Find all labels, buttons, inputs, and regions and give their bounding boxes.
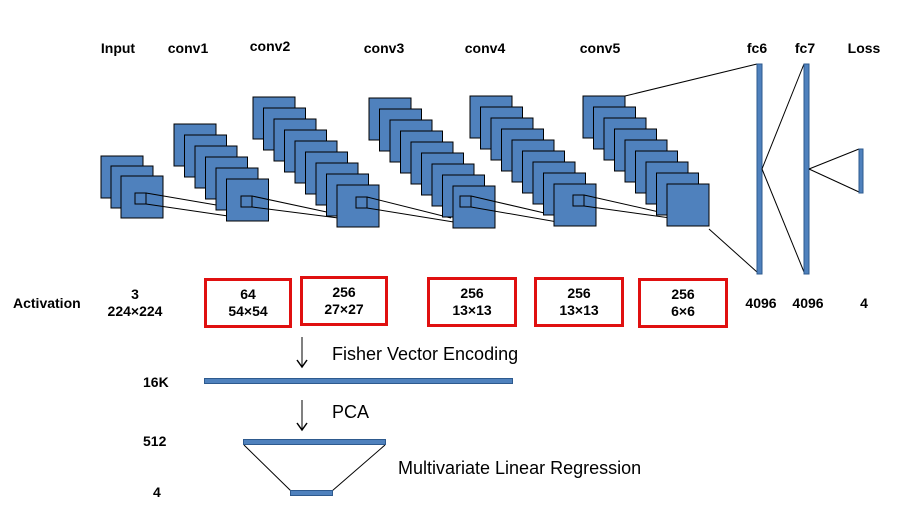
conv3-kernel (459, 195, 472, 208)
dim-512-label: 512 (143, 433, 167, 449)
conv2-map-9 (336, 184, 380, 228)
arrow-fisher-head (296, 359, 308, 369)
input-kernel (134, 192, 147, 205)
dim-4-label: 4 (153, 484, 161, 500)
pca-label: PCA (332, 402, 370, 422)
input-proj-bottom (145, 203, 229, 217)
activation-conv3-channels: 256 (460, 285, 484, 301)
activation-conv1-size: 54×54 (228, 303, 268, 319)
conv4-proj-top (583, 194, 669, 215)
activation-conv1-box: 64 54×54 (204, 278, 292, 328)
activation-conv1-channels: 64 (240, 286, 256, 302)
fisher-vector-bar (204, 378, 513, 384)
regression-edge-left (243, 444, 292, 492)
fc6-to-fc7-bottom (761, 168, 805, 273)
dim-16k-label: 16K (143, 374, 169, 390)
loss-bar (858, 148, 864, 194)
input-map-3 (120, 175, 164, 219)
activation-loss: 4 (860, 295, 868, 311)
conv3-proj-top (470, 195, 554, 216)
label-conv5: conv5 (579, 40, 621, 56)
conv1-map-6 (226, 178, 269, 222)
conv2-proj-top (366, 196, 452, 219)
pca-bar (243, 439, 386, 445)
conv1-proj-top (251, 195, 337, 215)
regression-label: Multivariate Linear Regression (398, 458, 642, 478)
activation-conv3-size: 13×13 (452, 302, 492, 318)
activation-input-size: 224×224 (107, 303, 163, 319)
activation-conv2-channels: 256 (332, 284, 356, 300)
fc7-bar (803, 63, 810, 275)
conv2-kernel (355, 196, 368, 209)
conv4-map-9 (553, 183, 597, 227)
conv3-map-9 (452, 185, 496, 229)
label-fc7: fc7 (794, 40, 816, 56)
conv2-proj-bottom (366, 207, 467, 225)
fc6-bar (756, 63, 763, 275)
activation-input-channels: 3 (131, 286, 139, 302)
label-conv1: conv1 (167, 40, 209, 56)
activation-conv4-channels: 256 (567, 285, 591, 301)
activation-fc7: 4096 (792, 295, 824, 311)
activation-label: Activation (13, 295, 81, 311)
regression-edge-right (331, 444, 386, 492)
fc6-to-fc7-top (761, 63, 805, 170)
conv4-kernel (572, 194, 585, 207)
activation-conv2-box: 256 27×27 (300, 276, 388, 326)
fc7-to-loss-top (808, 148, 860, 170)
activation-input: 3 224×224 (108, 286, 163, 320)
activation-conv4-size: 13×13 (559, 302, 599, 318)
conv5-map-9 (666, 183, 710, 227)
input-proj-top (145, 192, 229, 208)
activation-fc6: 4096 (745, 295, 777, 311)
activation-conv3-box: 256 13×13 (427, 277, 517, 327)
activation-conv5-channels: 256 (671, 286, 695, 302)
output-bar (290, 490, 333, 496)
arrow-pca-head (296, 422, 308, 432)
activation-conv4-box: 256 13×13 (534, 277, 624, 327)
label-input: Input (100, 40, 136, 56)
label-fc6: fc6 (746, 40, 768, 56)
label-conv4: conv4 (464, 40, 506, 56)
label-loss: Loss (847, 40, 881, 56)
conv1-kernel (240, 195, 253, 208)
label-conv2: conv2 (249, 38, 291, 54)
conv3-proj-bottom (470, 206, 570, 225)
activation-conv2-size: 27×27 (324, 301, 364, 317)
fc7-to-loss-bottom (808, 168, 860, 193)
activation-conv5-box: 256 6×6 (638, 278, 728, 328)
conv5-to-fc6-top (624, 63, 758, 97)
conv5-to-fc6-bottom (708, 228, 758, 273)
activation-conv5-size: 6×6 (671, 303, 695, 319)
label-conv3: conv3 (363, 40, 405, 56)
fisher-vector-label: Fisher Vector Encoding (332, 344, 519, 364)
